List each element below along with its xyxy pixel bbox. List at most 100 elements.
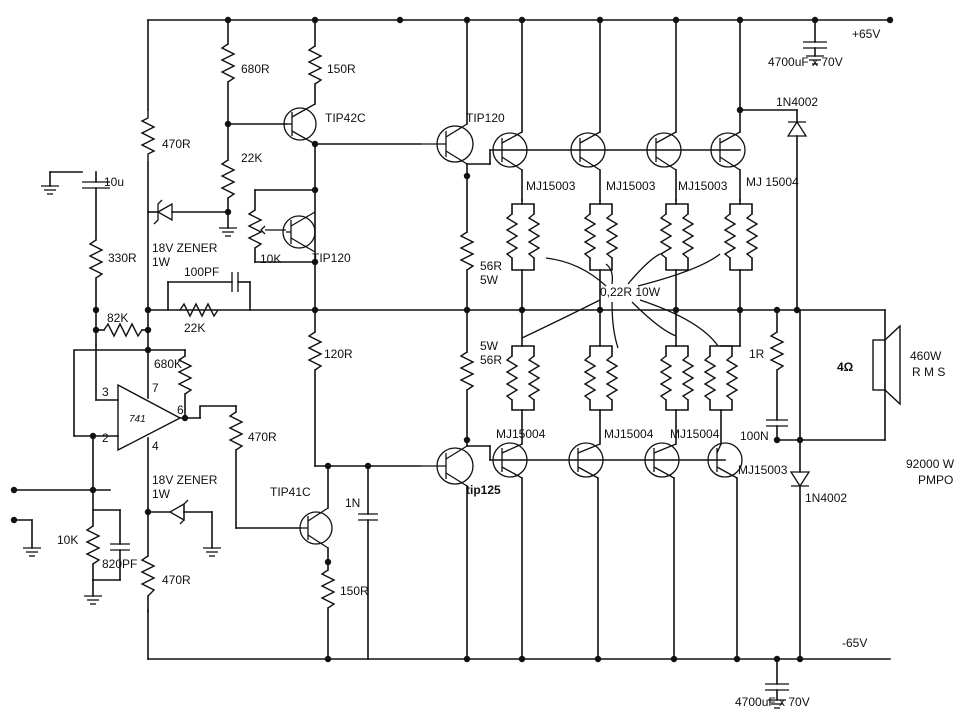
label-cap-bottom-supply: 4700uF x 70V xyxy=(735,695,810,709)
label-tip120-bias: TIP120 xyxy=(312,251,351,265)
label-cap-top-supply: 4700uF x 70V xyxy=(768,55,843,69)
label-tip120-driver: TIP120 xyxy=(466,111,505,125)
label-150r-bottom: 150R xyxy=(340,584,369,598)
resistor-150r-top xyxy=(307,19,323,105)
label-tip42c: TIP42C xyxy=(325,111,366,125)
resistor-470r-bottom xyxy=(140,555,156,613)
label-1r: 1R xyxy=(749,347,765,361)
diode-bottom xyxy=(789,309,811,660)
pot-10k xyxy=(247,189,316,263)
resistor-1r xyxy=(766,309,886,441)
zener-top xyxy=(147,199,229,225)
label-mj-bottom-1: MJ15004 xyxy=(496,427,546,441)
label-emitter-resistor: 0,22R 10W xyxy=(600,285,661,299)
label-10k-input: 10K xyxy=(57,533,78,547)
junction-dots xyxy=(10,16,894,663)
negative-rail xyxy=(147,609,891,660)
emitter-resistors-top xyxy=(505,199,759,311)
label-mj-top-4: MJ 15004 xyxy=(746,175,799,189)
label-mj-top-1: MJ15003 xyxy=(526,179,576,193)
resistor-120r xyxy=(307,309,421,467)
diode-top xyxy=(739,109,808,311)
output-bottom-bank xyxy=(489,442,743,660)
label-330r: 330R xyxy=(108,251,137,265)
label-470r-bottom: 470R xyxy=(162,573,191,587)
label-100n: 100N xyxy=(740,429,769,443)
transistor-tip125-driver xyxy=(420,389,491,660)
label-470r-top: 470R xyxy=(162,137,191,151)
output-top-bank xyxy=(489,19,746,201)
label-zener-bottom-2: 1W xyxy=(152,487,171,501)
label-diode-top: 1N4002 xyxy=(776,95,818,109)
resistor-680r xyxy=(220,19,287,161)
label-22k-vertical: 22K xyxy=(241,151,262,165)
resistor-22k-feedback xyxy=(179,302,219,318)
label-zener-top-1: 18V ZENER xyxy=(152,241,218,255)
label-mj-top-2: MJ15003 xyxy=(606,179,656,193)
label-zener-top-2: 1W xyxy=(152,255,171,269)
emitter-resistors-bottom xyxy=(505,309,741,445)
cap-bottom-supply xyxy=(765,658,789,709)
label-mj-bottom-3: MJ15004 xyxy=(670,427,720,441)
transistor-tip42c xyxy=(283,103,317,311)
label-mj-bottom-2: MJ15004 xyxy=(604,427,654,441)
resistor-150r-bottom xyxy=(320,569,336,660)
label-pin6: 6 xyxy=(177,403,184,417)
label-82k: 82K xyxy=(107,311,128,325)
cap-1n xyxy=(358,465,378,660)
resistor-10k-input xyxy=(85,525,101,581)
label-680k: 680K xyxy=(154,357,182,371)
label-56r-bottom: 56R xyxy=(480,353,502,367)
label-speaker-impedance: 4Ω xyxy=(837,360,854,374)
resistor-470r-top xyxy=(140,110,156,311)
label-56r-top: 56R xyxy=(480,259,502,273)
annotation-arrows xyxy=(521,253,721,349)
label-positive-rail: +65V xyxy=(852,27,880,41)
resistor-330r xyxy=(88,239,104,331)
label-diode-bottom: 1N4002 xyxy=(805,491,847,505)
cap-10u xyxy=(41,171,110,241)
label-mj-bottom-4: MJ15003 xyxy=(738,463,788,477)
label-tip125: tip125 xyxy=(466,483,501,497)
transistor-tip120-bias xyxy=(282,211,316,253)
label-pin2: 2 xyxy=(102,431,109,445)
label-opamp: 741 xyxy=(129,414,146,425)
opamp-741 xyxy=(73,349,201,557)
label-tip41c: TIP41C xyxy=(270,485,311,499)
label-pmpo-2: PMPO xyxy=(918,473,953,487)
label-5w-top: 5W xyxy=(480,273,499,287)
label-820pf: 820PF xyxy=(102,557,137,571)
label-negative-rail: -65V xyxy=(842,636,867,650)
label-pin7: 7 xyxy=(152,381,159,395)
label-speaker-power-1: 460W xyxy=(910,349,942,363)
resistor-680k xyxy=(177,349,193,419)
label-22k-feedback: 22K xyxy=(184,321,205,335)
zener-bottom xyxy=(147,499,221,557)
label-1n: 1N xyxy=(345,496,360,510)
label-zener-bottom-1: 18V ZENER xyxy=(152,473,218,487)
label-120r: 120R xyxy=(324,347,353,361)
label-pmpo-1: 92000 W xyxy=(906,457,955,471)
label-470r-mid: 470R xyxy=(248,430,277,444)
label-10k-pot: 10K xyxy=(260,252,281,266)
label-pin3: 3 xyxy=(102,385,109,399)
cap-top-supply xyxy=(803,19,827,65)
resistor-56r-top xyxy=(459,231,475,353)
label-pin4: 4 xyxy=(152,439,159,453)
resistor-22k-vertical xyxy=(219,159,237,237)
transistor-tip120-driver xyxy=(420,19,491,233)
resistor-470r-mid xyxy=(199,405,301,529)
speaker-icon xyxy=(872,309,901,441)
label-150r-top: 150R xyxy=(327,62,356,76)
label-speaker-power-2: R M S xyxy=(912,365,945,379)
label-mj-top-3: MJ15003 xyxy=(678,179,728,193)
label-5w-bottom: 5W xyxy=(480,339,499,353)
feedback-wires xyxy=(73,344,186,437)
label-100pf: 100PF xyxy=(184,265,219,279)
label-680r: 680R xyxy=(241,62,270,76)
input-section xyxy=(13,435,130,605)
cap-100pf xyxy=(167,272,251,311)
resistor-56r-bottom xyxy=(459,351,475,391)
transistor-tip41c xyxy=(299,465,333,571)
